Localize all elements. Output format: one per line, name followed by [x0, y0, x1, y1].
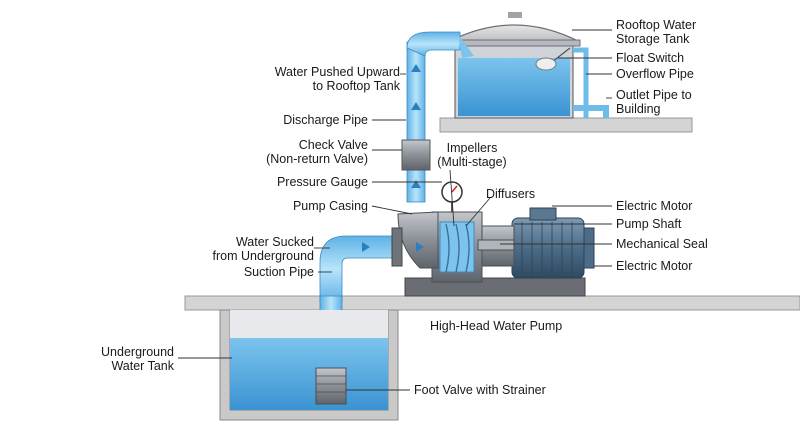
label-pressure-gauge: Pressure Gauge — [277, 175, 368, 189]
rooftop-tank — [447, 12, 581, 119]
label-diffusers: Diffusers — [486, 187, 535, 201]
leader-lines — [178, 29, 612, 391]
label-pump-shaft: Pump Shaft — [616, 217, 682, 231]
pump-body — [397, 211, 515, 283]
label-pump-casing: Pump Casing — [293, 199, 368, 213]
float-switch — [535, 47, 571, 71]
label-electric-motor-top: Electric Motor — [616, 199, 692, 213]
check-valve — [401, 139, 431, 171]
label-check-valve: Check Valve(Non-return Valve) — [266, 138, 368, 166]
label-float-switch: Float Switch — [616, 51, 684, 65]
outlet-pipe — [573, 105, 609, 118]
label-overflow-pipe: Overflow Pipe — [616, 67, 694, 81]
flow-arrows-up — [411, 64, 421, 188]
label-mechanical-seal: Mechanical Seal — [616, 237, 708, 251]
electric-motor — [511, 207, 595, 279]
label-suction-pipe: Suction Pipe — [244, 265, 314, 279]
rooftop-slab — [439, 117, 693, 133]
label-impellers: Impellers(Multi-stage) — [437, 141, 506, 169]
caption: High-Head Water Pump — [430, 319, 562, 333]
label-foot-valve: Foot Valve with Strainer — [414, 383, 546, 397]
label-electric-motor-bottom: Electric Motor — [616, 259, 692, 273]
underground-tank — [219, 309, 399, 421]
flow-arrows-right — [362, 242, 424, 252]
label-discharge-pipe: Discharge Pipe — [283, 113, 368, 127]
ground-slab — [184, 295, 800, 311]
overflow-pipe — [573, 47, 589, 118]
foot-valve — [315, 367, 347, 405]
